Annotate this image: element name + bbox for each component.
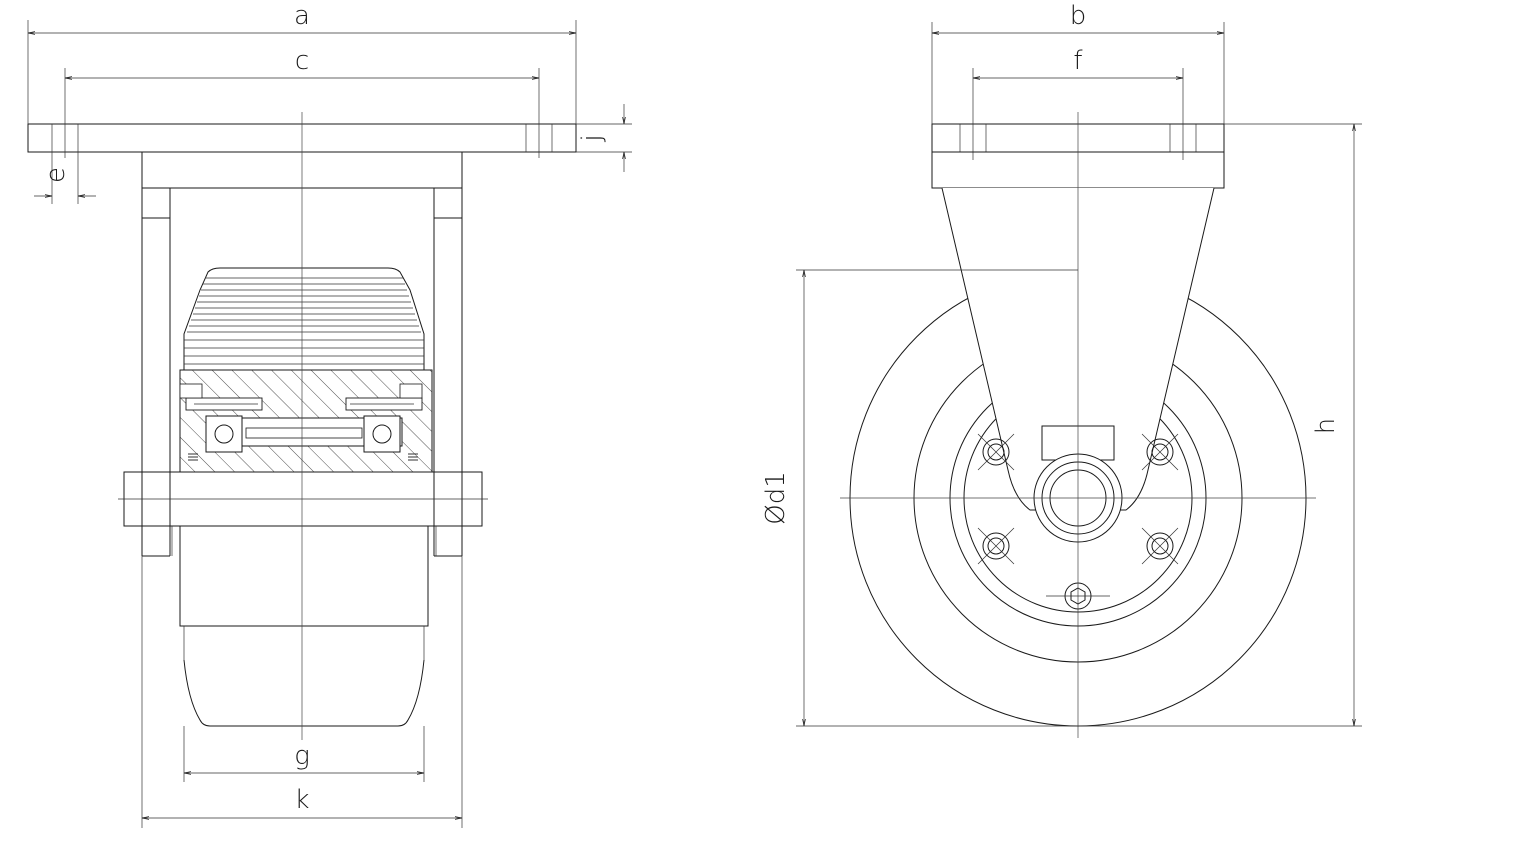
dim-g-label: g	[294, 741, 310, 771]
wheel-tread-lower	[183, 659, 425, 727]
dim-f-label: f	[1073, 46, 1083, 76]
wheel-rim-lower	[179, 525, 429, 627]
hub-bolt-2	[1141, 433, 1179, 471]
dim-a-label: a	[294, 1, 310, 31]
bearing-right	[363, 415, 401, 453]
bearing-left	[205, 415, 243, 453]
dim-k-label: k	[294, 785, 309, 815]
dim-c-label: c	[295, 46, 309, 76]
dim-j-label: j	[577, 134, 607, 142]
front-view: b f h Ød1	[761, 1, 1362, 738]
tread-grooves	[184, 277, 424, 365]
hub-bolt-4	[1141, 527, 1179, 565]
dim-e-label: e	[41, 167, 71, 183]
hub-bolt-3	[977, 527, 1015, 565]
hub-bolt-1	[977, 433, 1015, 471]
dim-h-label: h	[1311, 418, 1341, 434]
dim-b-label: b	[1070, 1, 1087, 31]
wheel-tread-upper	[183, 267, 425, 370]
dim-d1-label: Ød1	[761, 471, 791, 525]
side-view: a c e j g k	[27, 1, 632, 828]
